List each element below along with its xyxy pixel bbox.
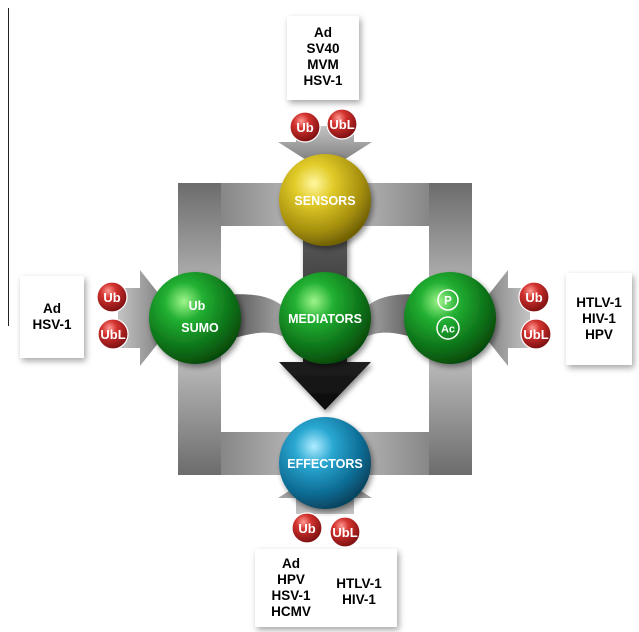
virus-label: HPV (277, 572, 305, 587)
ubl-badge (97, 318, 129, 350)
right-modifier-badges: Ub UbL (518, 281, 552, 350)
bottom-right-virus-column: HTLV-1 HIV-1 (327, 576, 391, 608)
bottom-modifier-badges: Ub UbL (291, 512, 361, 548)
virus-label: Ad (43, 301, 61, 316)
ub-badge-label: Ub (525, 290, 542, 305)
virus-label: HTLV-1 (336, 576, 382, 591)
virus-label: HCMV (271, 604, 311, 619)
top-modifier-badges: Ub UbL (289, 108, 358, 143)
ub-sumo-node (149, 272, 241, 364)
ubl-badge (520, 318, 552, 350)
ubl-badge-label: UbL (332, 525, 357, 540)
virus-label: HSV-1 (271, 588, 311, 603)
virus-label: MVM (307, 57, 339, 72)
ub-badge (289, 111, 321, 143)
left-edge-line (8, 8, 9, 326)
mediators-node (279, 272, 371, 364)
ub-badge-label: Ub (103, 290, 120, 305)
ubl-badge-label: UbL (329, 117, 354, 132)
ubl-badge-label: UbL (100, 327, 125, 342)
p-label: P (444, 296, 452, 308)
virus-label: HSV-1 (32, 317, 72, 332)
ub-badge-label: Ub (298, 521, 315, 536)
virus-label: HPV (585, 327, 613, 342)
ubl-badge (326, 108, 358, 140)
ub-badge (291, 512, 323, 544)
ub-badge-label: Ub (296, 120, 313, 135)
virus-label: HSV-1 (303, 73, 343, 88)
right-virus-box: HTLV-1 HIV-1 HPV (566, 273, 632, 365)
right-input-arrow (470, 270, 530, 366)
ub-badge (96, 281, 128, 313)
effectors-node (279, 417, 371, 509)
mediators-label: MEDIATORS (288, 312, 362, 326)
virus-label: SV40 (306, 41, 340, 56)
ubl-badge (329, 516, 361, 548)
acetylation-phosphorylation-node (404, 272, 496, 364)
virus-label: HIV-1 (342, 592, 376, 607)
left-virus-box: Ad HSV-1 (20, 276, 84, 358)
effectors-label: EFFECTORS (287, 457, 362, 471)
phosphorylation-marker (437, 289, 459, 311)
left-input-arrow (118, 270, 178, 366)
bottom-virus-box: Ad HPV HSV-1 HCMV HTLV-1 HIV-1 (255, 549, 397, 627)
ac-label: Ac (441, 324, 455, 336)
virus-label: Ad (282, 556, 300, 571)
top-virus-box: Ad SV40 MVM HSV-1 (287, 16, 359, 100)
bottom-left-virus-column: Ad HPV HSV-1 HCMV (263, 556, 319, 620)
virus-label: HIV-1 (582, 311, 616, 326)
ubl-badge-label: UbL (523, 327, 548, 342)
virus-label: Ad (314, 25, 332, 40)
sumo-label: SUMO (181, 321, 219, 335)
sensors-label: SENSORS (294, 194, 355, 208)
ub-label: Ub (189, 299, 206, 313)
virus-label: HTLV-1 (576, 295, 622, 310)
acetylation-marker (436, 316, 460, 340)
left-modifier-badges: Ub UbL (96, 281, 129, 350)
ub-badge (518, 281, 550, 313)
sensors-node (279, 154, 371, 246)
